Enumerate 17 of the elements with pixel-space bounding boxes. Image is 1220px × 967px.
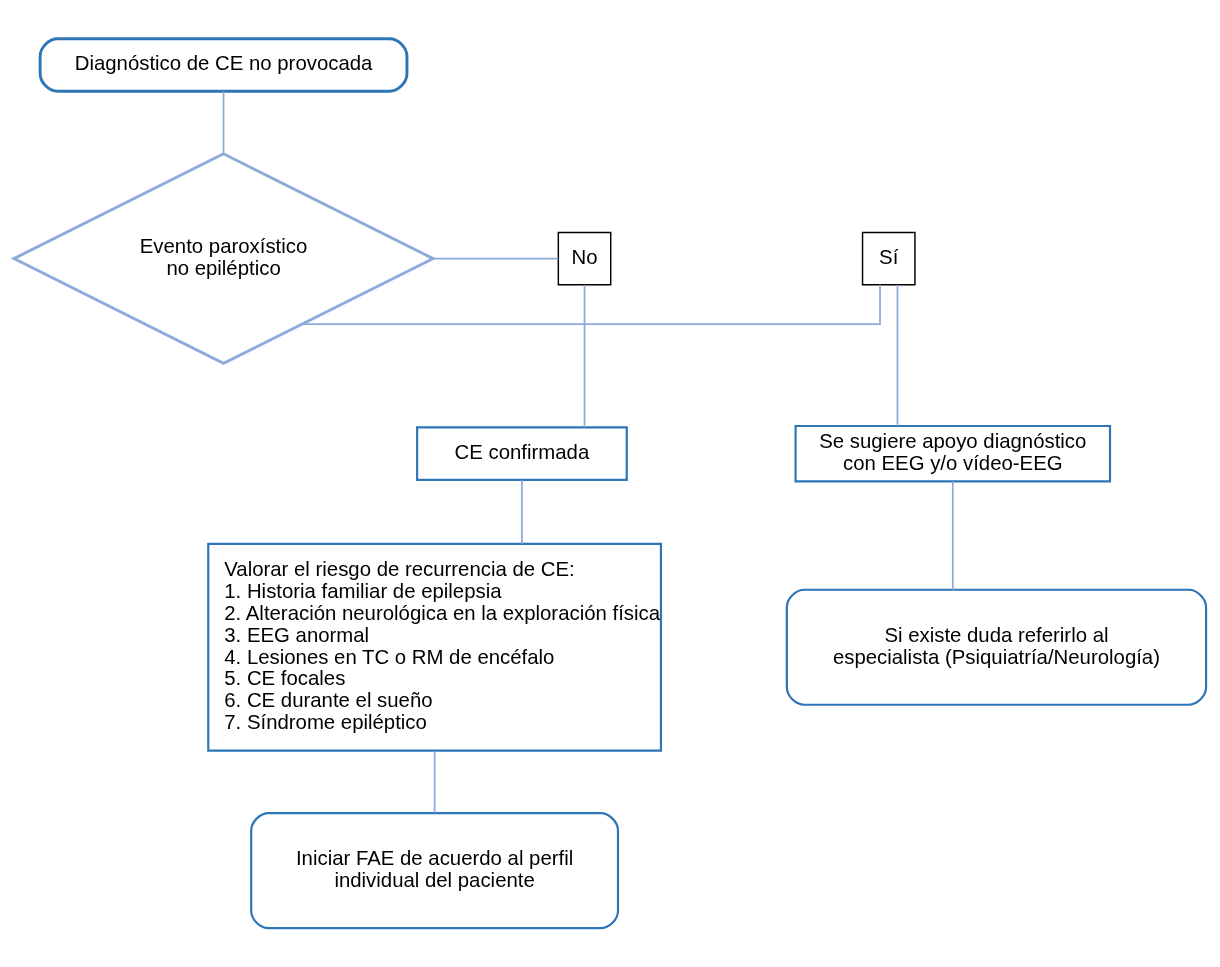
- connector: [896, 284, 899, 427]
- connector: [222, 90, 225, 155]
- node-box: No: [557, 231, 612, 286]
- connector: [433, 750, 436, 814]
- node-box: Iniciar FAE de acuerdo al perfil individual del paciente: [250, 812, 620, 930]
- connector: [521, 479, 523, 545]
- node-box: Valorar el riesgo de recurrencia de CE: 1. Historia familiar de epilepsia 2. Alteración neurológica en la exploración física 3. EEG anormal 4. Lesiones en TC o RM de encéfalo 5. CE focales 6. CE durante el sueño 7. Síndrome epiléptico: [207, 542, 663, 752]
- node-box: Si existe duda referirlo al especialista (Psiquiatría/Neurología): [785, 588, 1208, 706]
- node-box: Sí: [861, 231, 916, 286]
- node-box: CE confirmada: [416, 426, 628, 481]
- connector: [951, 480, 954, 591]
- connector: [432, 257, 560, 260]
- node-box: Diagnóstico de CE no provocada: [38, 37, 409, 93]
- connector: [583, 284, 586, 429]
- node-box: Se sugiere apoyo diagnóstico con EEG y/o vídeo-EEG: [794, 424, 1112, 483]
- connector: [301, 284, 881, 325]
- node-diamond: Evento paroxístico no epiléptico: [10, 152, 437, 366]
